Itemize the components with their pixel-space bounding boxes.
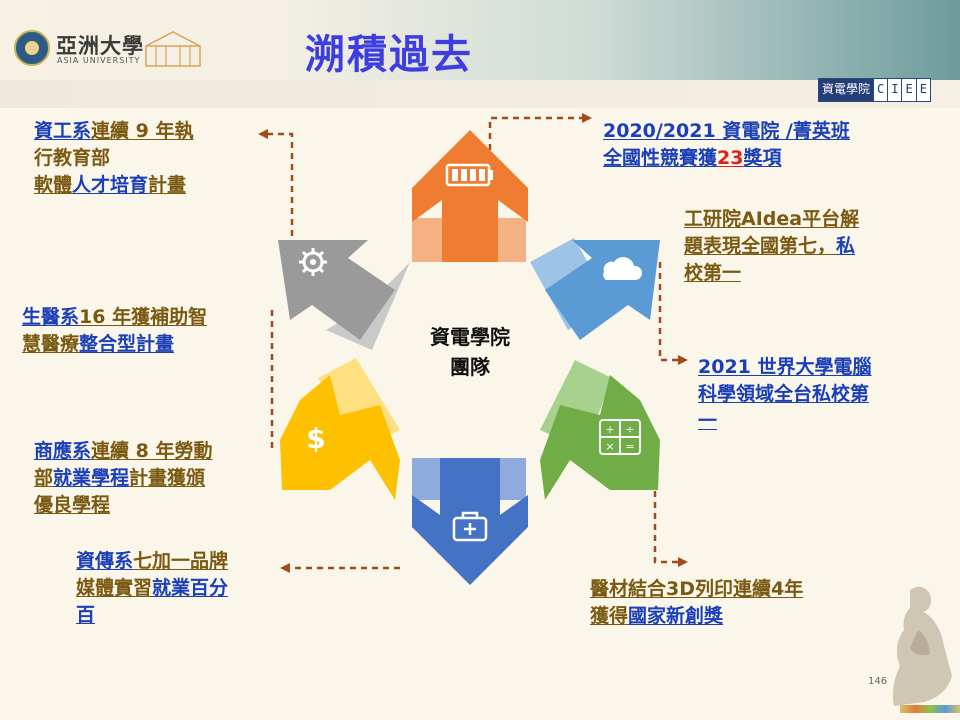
- achievement-text: 百: [76, 604, 96, 626]
- achievement-text: 科學領域全台私校第: [698, 383, 870, 405]
- battery-icon: [445, 163, 493, 187]
- arrowhead: [678, 355, 688, 365]
- achievement-right-lower: 2021 世界大學電腦 科學領域全台私校第 一: [698, 354, 872, 435]
- center-team-label: 資電學院 團隊: [410, 322, 530, 382]
- page-title: 溯積過去: [305, 32, 473, 78]
- gear-icon: [299, 248, 327, 276]
- yellow-arrow: [280, 375, 400, 500]
- achievement-text: 慧醫療: [22, 333, 80, 355]
- badge-letter: C: [873, 79, 887, 101]
- achievement-text: 醫材結合3D列印連續4年: [590, 578, 804, 600]
- decorative-stripe: [900, 705, 960, 713]
- badge-letter: I: [887, 79, 901, 101]
- logo-english-name: ASIA UNIVERSITY: [57, 56, 141, 65]
- college-badge: 資電學院 C I E E: [818, 78, 931, 102]
- svg-text:+: +: [605, 423, 614, 436]
- center-line-2: 團隊: [450, 355, 490, 379]
- cloud-icon: [603, 257, 643, 280]
- page-number: 146: [868, 676, 888, 687]
- connector-right-upper: [658, 262, 680, 362]
- achievement-left-upper: 生醫系16 年獲補助智 慧醫療整合型計畫: [22, 304, 207, 358]
- achievement-text: 2021 世界大學電腦: [698, 356, 872, 378]
- achievement-text: 計畫: [148, 174, 187, 196]
- achievement-text: 全國性競賽獲: [603, 147, 718, 169]
- first-aid-kit-icon: [452, 511, 488, 542]
- badge-letter: E: [901, 79, 915, 101]
- achievement-text: 一: [698, 410, 718, 432]
- svg-text:×: ×: [605, 440, 614, 453]
- badge-college-name: 資電學院: [819, 79, 874, 101]
- achievement-text: 軟體: [34, 174, 73, 196]
- achievement-text: 校第一: [684, 262, 742, 284]
- achievement-top-left: 資工系連續 9 年執 行教育部 軟體人才培育計畫: [34, 118, 193, 199]
- gray-arrow: [278, 240, 395, 340]
- header-band: [0, 80, 960, 108]
- achievement-text: 私: [836, 235, 856, 257]
- center-line-1: 資電學院: [430, 325, 510, 349]
- calculator-icon: + ÷ × =: [599, 419, 641, 455]
- achievement-top-right: 2020/2021 資電院 /菁英班 全國性競賽獲23獎項: [603, 118, 850, 172]
- orange-arrow: [412, 130, 528, 262]
- arrowhead: [678, 557, 688, 567]
- achievement-text: 16 年獲補助智: [79, 306, 208, 328]
- badge-letter: E: [915, 79, 930, 101]
- achievement-text: 媒體實習: [76, 577, 153, 599]
- asia-university-logo: 亞洲大學 ASIA UNIVERSITY: [14, 28, 204, 70]
- achievement-text: 國家新創獎: [628, 605, 724, 627]
- achievement-text: 七加一品牌: [133, 550, 229, 572]
- achievement-text: 連續 9 年執: [91, 120, 194, 142]
- thinker-statue-image: [892, 586, 952, 706]
- dollar-icon: $: [306, 422, 325, 455]
- achievement-text: 部: [34, 467, 54, 489]
- university-seal-icon: [14, 30, 50, 66]
- achievement-text: 計畫獲頒: [129, 467, 206, 489]
- arrowhead: [582, 113, 592, 123]
- arrowhead: [280, 563, 290, 573]
- department-name: 生醫系: [22, 306, 80, 328]
- connector-bottom-right: [653, 480, 680, 564]
- achievement-right-upper: 工研院AIdea平台解 題表現全國第七，私 校第一: [684, 206, 859, 287]
- department-name: 商應系: [34, 440, 92, 462]
- arrowhead: [258, 129, 268, 139]
- svg-text:=: =: [625, 440, 634, 453]
- achievement-text: 就業百分: [152, 577, 229, 599]
- achievement-text: 獎項: [743, 147, 782, 169]
- achievement-text: 行教育部: [34, 147, 111, 169]
- achievement-text: 題表現全國第七，: [684, 235, 837, 257]
- achievement-text: 工研院AIdea平台解: [684, 208, 860, 230]
- achievement-bottom-left: 資傳系七加一品牌 媒體實習就業百分 百: [76, 548, 228, 629]
- svg-text:÷: ÷: [625, 423, 634, 436]
- achievement-text: 優良學程: [34, 494, 111, 516]
- navy-arrow: [412, 458, 528, 585]
- achievement-highlight-number: 23: [717, 147, 744, 169]
- achievement-left-lower: 商應系連續 8 年勞動 部就業學程計畫獲頒 優良學程: [34, 438, 212, 519]
- achievement-text: 就業學程: [53, 467, 130, 489]
- department-name: 資工系: [34, 120, 92, 142]
- connector-top-left: [268, 132, 294, 236]
- connector-top-right: [488, 116, 585, 150]
- achievement-text: 整合型計畫: [79, 333, 175, 355]
- achievement-bottom-right: 醫材結合3D列印連續4年 獲得國家新創獎: [590, 576, 803, 630]
- achievement-text: 2020/2021 資電院 /菁英班: [603, 120, 850, 142]
- achievement-text: 人才培育: [72, 174, 149, 196]
- logo-chinese-name: 亞洲大學: [56, 33, 144, 58]
- achievement-text: 連續 8 年勞動: [91, 440, 213, 462]
- achievement-text: 獲得: [590, 605, 629, 627]
- campus-building-icon: [145, 31, 201, 67]
- department-name: 資傳系: [76, 550, 134, 572]
